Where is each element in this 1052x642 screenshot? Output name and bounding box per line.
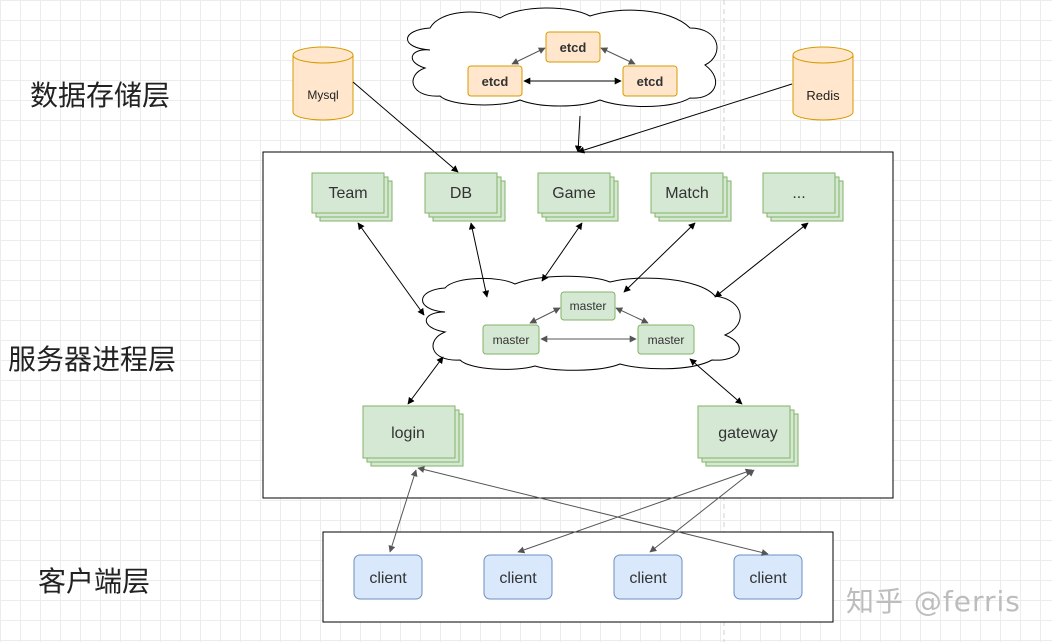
svg-text:DB: DB bbox=[450, 185, 472, 202]
master-link-top-left bbox=[529, 307, 561, 324]
svg-text:client: client bbox=[499, 570, 537, 587]
etcd-node-top: etcd bbox=[545, 31, 601, 63]
master-node-left: master bbox=[482, 324, 540, 355]
client4-login-link bbox=[417, 466, 769, 556]
service-db: DB bbox=[424, 172, 506, 222]
svg-text:gateway: gateway bbox=[718, 425, 778, 442]
svg-text:login: login bbox=[391, 425, 425, 442]
login-master-link bbox=[407, 356, 444, 405]
client-node-3: client bbox=[613, 554, 683, 600]
etcd-link-top-right bbox=[600, 47, 636, 65]
service-more: ... bbox=[762, 172, 844, 222]
game-master-link bbox=[541, 222, 583, 282]
svg-text:Mysql: Mysql bbox=[307, 88, 338, 102]
gateway-master-link bbox=[689, 358, 743, 405]
svg-text:Match: Match bbox=[665, 185, 709, 202]
master-cloud bbox=[422, 275, 741, 371]
etcd-to-server-arrow bbox=[574, 115, 582, 153]
client-node-4: client bbox=[733, 554, 803, 600]
client1-login-link bbox=[388, 469, 418, 553]
redis-to-server-arrow bbox=[577, 83, 793, 154]
client-node-2: client bbox=[483, 554, 553, 600]
mysql-database: Mysql bbox=[292, 46, 354, 121]
db-master-link bbox=[468, 222, 490, 298]
more-master-link bbox=[714, 222, 809, 298]
service-match: Match bbox=[650, 172, 732, 222]
master-link-top-right bbox=[615, 307, 649, 324]
service-team: Team bbox=[311, 172, 393, 222]
svg-text:...: ... bbox=[792, 185, 805, 202]
match-master-link bbox=[623, 222, 696, 293]
svg-text:master: master bbox=[570, 299, 607, 313]
team-master-link bbox=[357, 222, 425, 316]
layer-label-storage: 数据存储层 bbox=[30, 79, 171, 112]
master-node-top: master bbox=[560, 291, 616, 321]
svg-text:client: client bbox=[629, 570, 667, 587]
svg-text:Redis: Redis bbox=[806, 88, 840, 103]
watermark: 知乎 @ferris bbox=[846, 585, 1021, 618]
svg-text:Team: Team bbox=[328, 185, 367, 202]
layer-label-client: 客户端层 bbox=[38, 565, 151, 598]
redis-database: Redis bbox=[792, 46, 854, 121]
layer-label-server: 服务器进程层 bbox=[8, 343, 177, 376]
login-service: login bbox=[362, 405, 464, 467]
etcd-link-top-left bbox=[511, 47, 546, 65]
svg-text:etcd: etcd bbox=[482, 74, 509, 89]
client-node-1: client bbox=[353, 554, 423, 600]
svg-text:master: master bbox=[648, 333, 685, 347]
service-game: Game bbox=[537, 172, 619, 222]
mysql-to-db-arrow bbox=[352, 81, 459, 173]
master-node-right: master bbox=[637, 324, 695, 355]
svg-text:Game: Game bbox=[552, 185, 596, 202]
svg-text:etcd: etcd bbox=[560, 40, 587, 55]
svg-text:etcd: etcd bbox=[637, 74, 664, 89]
svg-text:master: master bbox=[493, 333, 530, 347]
svg-text:client: client bbox=[369, 570, 407, 587]
gateway-service: gateway bbox=[697, 405, 799, 467]
etcd-node-right: etcd bbox=[622, 65, 678, 97]
svg-text:client: client bbox=[749, 570, 787, 587]
etcd-node-left: etcd bbox=[467, 65, 523, 97]
